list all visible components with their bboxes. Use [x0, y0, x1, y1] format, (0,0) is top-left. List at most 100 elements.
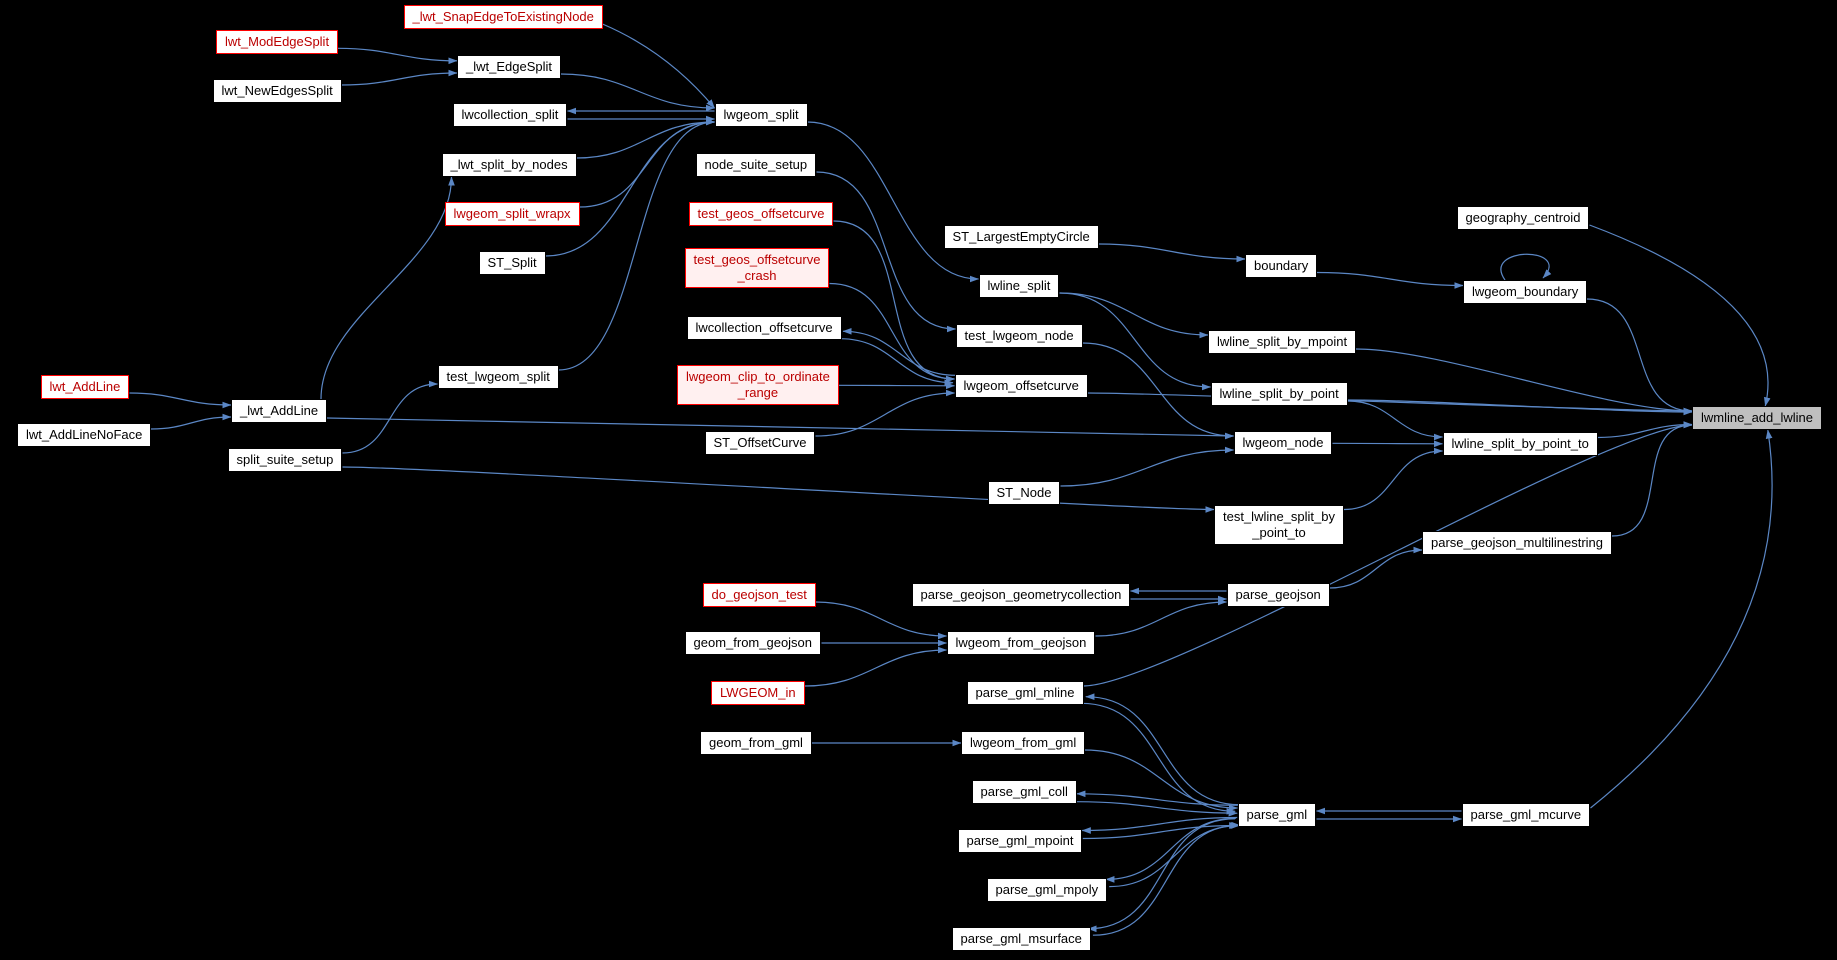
node-lwt_addlinenoface[interactable]: lwt_AddLineNoFace	[17, 423, 152, 448]
node-node_suite_setup[interactable]: node_suite_setup	[695, 153, 817, 178]
edge-lwt_edgesplit-lwgeom_split	[560, 73, 715, 112]
edge-test_geos_offsetcurve_crash-lwgeom_offsetcurve	[829, 282, 955, 383]
edge-parse_gml_mline-parse_gml	[1081, 702, 1236, 815]
node-st_offsetcurve[interactable]: ST_OffsetCurve	[704, 431, 816, 456]
edge-parse_gml_mpoly-parse_gml	[1109, 822, 1240, 888]
edge-parse_gml_mline-lwmline_add_lwline	[1083, 421, 1693, 687]
edge-lwgeom_from_geojson-parse_geojson	[1095, 598, 1227, 637]
node-test_geos_offsetcurve_crash[interactable]: test_geos_offsetcurve _crash	[684, 247, 830, 288]
edge-do_geojson_test-lwgeom_from_geojson	[815, 601, 947, 640]
edge-st_largestemptycircle-boundary	[1098, 243, 1246, 263]
node-lwgeom_from_geojson[interactable]: lwgeom_from_geojson	[946, 631, 1096, 656]
edge-lwt_addline-lwt_addline_int	[129, 392, 232, 409]
node-st_split[interactable]: ST_Split	[478, 251, 546, 276]
edge-node_suite_setup-test_lwgeom_node	[816, 171, 956, 333]
edge-lwgeom_split-lwline_split	[807, 121, 979, 283]
node-lwgeom_from_gml[interactable]: lwgeom_from_gml	[961, 731, 1086, 756]
node-lwt_snapedge[interactable]: _lwt_SnapEdgeToExistingNode	[403, 5, 603, 30]
node-lwgeom_split[interactable]: lwgeom_split	[714, 103, 808, 128]
edge-lwline_split_by_point_to-lwmline_add_lwline	[1597, 421, 1693, 439]
edge-lwline_split-lwline_split_by_point	[1059, 292, 1211, 391]
node-parse_geojson_multilinestring[interactable]: parse_geojson_multilinestring	[1422, 531, 1612, 556]
node-test_lwline_split[interactable]: test_lwline_split_by _point_to	[1214, 504, 1345, 545]
node-lwgeom_offsetcurve[interactable]: lwgeom_offsetcurve	[954, 374, 1088, 399]
node-parse_gml_msurface[interactable]: parse_gml_msurface	[951, 927, 1091, 952]
node-parse_gml_mpoint[interactable]: parse_gml_mpoint	[957, 829, 1083, 854]
edge-parse_gml-parse_gml_mline	[1085, 693, 1240, 806]
edge-test_lwline_split-lwline_split_by_point_to	[1343, 447, 1443, 511]
node-lwgeom_node[interactable]: lwgeom_node	[1233, 431, 1333, 456]
edge-lwt_snapedge-lwgeom_split	[602, 23, 715, 109]
edge-lwgeom_boundary-lwmline_add_lwline	[1586, 298, 1693, 415]
node-lwgeom_clip[interactable]: lwgeom_clip_to_ordinate _range	[677, 364, 839, 405]
node-lwt_addline_int[interactable]: _lwt_AddLine	[231, 399, 328, 424]
node-parse_gml_mline[interactable]: parse_gml_mline	[966, 681, 1084, 706]
node-lwline_split[interactable]: lwline_split	[978, 274, 1060, 299]
node-lwmline_add_lwline: lwmline_add_lwline	[1692, 406, 1823, 431]
node-lwline_split_by_point[interactable]: lwline_split_by_point	[1210, 382, 1348, 407]
edge-parse_geojson_multilinestring-lwmline_add_lwline	[1611, 421, 1693, 537]
node-lwt_modedgesplit[interactable]: lwt_ModEdgeSplit	[216, 30, 339, 55]
edge-lwgeom_offsetcurve-lwmline_add_lwline	[1087, 392, 1693, 415]
node-lwcollection_offsetcurve[interactable]: lwcollection_offsetcurve	[686, 316, 842, 341]
edge-lwline_split_by_mpoint-lwmline_add_lwline	[1355, 348, 1693, 415]
node-lwt_newedgessplit[interactable]: lwt_NewEdgesSplit	[212, 79, 342, 104]
edge-parse_gml_mcurve-lwmline_add_lwline	[1590, 429, 1773, 809]
node-lwline_split_by_mpoint[interactable]: lwline_split_by_mpoint	[1208, 330, 1357, 355]
edge-lwcollection_offsetcurve-lwgeom_offsetcurve	[839, 338, 954, 387]
edge-parse_gml_msurface-parse_gml	[1092, 821, 1241, 936]
node-lwcollection_split[interactable]: lwcollection_split	[452, 103, 568, 128]
node-parse_geojson_geometrycollection[interactable]: parse_geojson_geometrycollection	[911, 583, 1131, 608]
node-lwgeom_split_wrapx[interactable]: lwgeom_split_wrapx	[444, 202, 580, 227]
node-test_lwgeom_split[interactable]: test_lwgeom_split	[437, 365, 559, 390]
node-lwt_split_by_nodes[interactable]: _lwt_split_by_nodes	[441, 153, 577, 178]
edge-parse_gml-parse_gml_mpoly	[1105, 817, 1236, 883]
edge-lwgeom_split_wrapx-lwgeom_split	[579, 118, 715, 208]
node-lwline_split_by_point_to[interactable]: lwline_split_by_point_to	[1442, 432, 1598, 457]
edge-lwgeom_offsetcurve-lwcollection_offsetcurve	[842, 327, 957, 376]
edge-lwt_addline_int-lwgeom_node	[326, 417, 1234, 440]
edge-lwgeom_in-lwgeom_from_geojson	[804, 646, 947, 687]
edge-st_split-lwgeom_split	[545, 118, 715, 257]
edge-lwline_split-lwline_split_by_mpoint	[1059, 292, 1209, 339]
edge-geography_centroid-lwmline_add_lwline	[1589, 224, 1771, 407]
node-geom_from_geojson[interactable]: geom_from_geojson	[684, 631, 822, 656]
node-lwgeom_in[interactable]: LWGEOM_in	[711, 681, 805, 706]
edge-lwt_split_by_nodes-lwgeom_split	[576, 118, 715, 159]
edge-lwt_addlinenoface-lwt_addline_int	[150, 413, 232, 430]
node-parse_gml_mpoly[interactable]: parse_gml_mpoly	[986, 878, 1108, 903]
edge-lwt_newedgessplit-lwt_edgesplit	[341, 69, 458, 86]
node-st_node[interactable]: ST_Node	[987, 481, 1061, 506]
node-split_suite_setup[interactable]: split_suite_setup	[227, 448, 343, 473]
edge-split_suite_setup-test_lwline_split	[342, 466, 1215, 513]
node-boundary[interactable]: boundary	[1245, 254, 1318, 279]
edge-lwgeom_from_gml-parse_gml	[1084, 749, 1238, 812]
node-test_lwgeom_node[interactable]: test_lwgeom_node	[955, 324, 1083, 349]
node-lwt_edgesplit[interactable]: _lwt_EdgeSplit	[457, 55, 561, 80]
edge-st_offsetcurve-lwgeom_offsetcurve	[815, 389, 955, 437]
node-parse_gml_coll[interactable]: parse_gml_coll	[971, 780, 1077, 805]
edge-lwt_addline_int-lwt_split_by_nodes	[320, 176, 455, 400]
edge-parse_gml_mpoint-parse_gml	[1082, 822, 1239, 840]
node-parse_geojson[interactable]: parse_geojson	[1226, 583, 1330, 608]
node-parse_gml_mcurve[interactable]: parse_gml_mcurve	[1461, 803, 1591, 828]
node-do_geojson_test[interactable]: do_geojson_test	[702, 583, 816, 608]
edge-parse_geojson-parse_geojson_multilinestring	[1329, 546, 1423, 589]
edge-boundary-lwgeom_boundary	[1316, 271, 1464, 289]
edge-test_lwgeom_split-lwgeom_split	[558, 118, 715, 371]
edge-parse_gml-parse_gml_coll	[1076, 790, 1238, 806]
edge-parse_gml-parse_gml_msurface	[1087, 818, 1236, 933]
node-lwt_addline[interactable]: lwt_AddLine	[40, 375, 130, 400]
edge-test_lwgeom_node-lwgeom_node	[1082, 342, 1234, 440]
node-test_geos_offsetcurve[interactable]: test_geos_offsetcurve	[688, 202, 834, 227]
node-st_largestemptycircle[interactable]: ST_LargestEmptyCircle	[943, 225, 1099, 250]
edge-split_suite_setup-test_lwgeom_split	[342, 380, 438, 454]
edge-parse_gml-parse_gml_mpoint	[1081, 816, 1238, 834]
edge-lwgeom_node-lwline_split_by_point_to	[1332, 440, 1443, 448]
node-geography_centroid[interactable]: geography_centroid	[1456, 206, 1590, 231]
node-geom_from_gml[interactable]: geom_from_gml	[700, 731, 812, 756]
edge-lwt_modedgesplit-lwt_edgesplit	[337, 47, 458, 65]
node-parse_gml[interactable]: parse_gml	[1237, 803, 1317, 828]
node-lwgeom_boundary[interactable]: lwgeom_boundary	[1463, 280, 1588, 305]
